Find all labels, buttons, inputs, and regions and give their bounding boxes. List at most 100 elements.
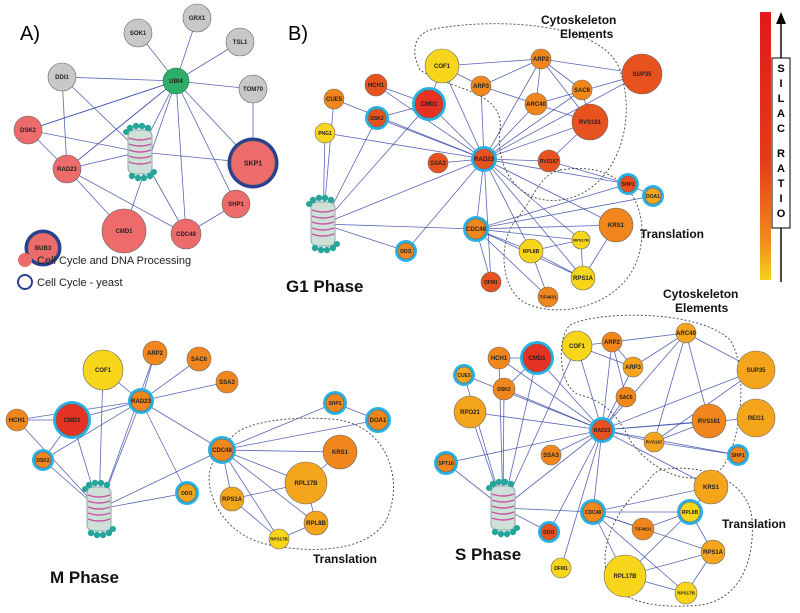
- m-node-label: RPL8B: [306, 521, 326, 527]
- panel-a-edge: [27, 129, 141, 153]
- s-node-arp3: ARP3: [622, 356, 644, 378]
- silac-letter: O: [777, 208, 786, 220]
- s-node-label: DSK2: [497, 387, 511, 393]
- s-node-reg1: REG1: [736, 398, 776, 438]
- panel-a-node-rad23: RAD23: [52, 154, 82, 184]
- s-node-ssa3: SSA3: [540, 444, 562, 466]
- g1-node-dfm1: DFM1: [480, 271, 502, 293]
- g1-node-label: KRS1: [608, 223, 625, 229]
- s-node-cue5: CUE5: [453, 364, 475, 386]
- panel-a-edge: [61, 76, 141, 153]
- g1-edge: [475, 195, 654, 230]
- panel-a-node-label: TSL1: [233, 40, 248, 46]
- s-node-rpl8b: RPL8B: [677, 499, 703, 525]
- g1-node-cue5: CUE5: [323, 88, 345, 110]
- g1-node-label: CDC48: [466, 227, 486, 233]
- panel-a-node-label: SHP1: [228, 202, 244, 208]
- s-node-label: SHP1: [731, 453, 744, 459]
- m-node-label: DDI1: [181, 491, 193, 497]
- m-node-rps1a: RPS1A: [219, 486, 245, 512]
- s-cytoskeleton-label-1: Cytoskeleton: [663, 287, 738, 301]
- panel-a-node-ddi1: DDI1: [47, 62, 77, 92]
- s-edge: [445, 429, 603, 464]
- s-node-tif4631: TIF4631: [631, 517, 655, 541]
- g1-node-label: ARP2: [533, 57, 550, 63]
- s-node-label: RPS1A: [703, 550, 724, 556]
- m-proteasome-icon: [81, 479, 117, 539]
- g1-node-label: TIF4631: [540, 295, 557, 300]
- g1-node-label: HCH1: [368, 83, 385, 89]
- m-node-arp2: ARP2: [142, 340, 168, 366]
- g1-node-rps17b: RPS17B: [571, 230, 591, 250]
- g1-edge: [322, 223, 407, 252]
- m-edge: [140, 400, 188, 494]
- s-edge: [592, 511, 687, 594]
- panel-a-node-label: GRX1: [189, 16, 206, 22]
- s-translation-label: Translation: [722, 517, 786, 531]
- m-node-label: DOA1: [370, 418, 387, 424]
- m-node-label: RPS1A: [222, 497, 243, 503]
- s-node-krs1: KRS1: [693, 469, 729, 505]
- panel-a-node-tsl1: TSL1: [225, 27, 255, 57]
- g1-phase-title: G1 Phase: [286, 277, 364, 296]
- silac-letter: I: [779, 78, 782, 90]
- s-node-cdc48: CDC48: [580, 499, 606, 525]
- s-node-label: RPL17B: [613, 574, 637, 580]
- s-edge: [463, 374, 603, 431]
- g1-node-label: CMD1: [420, 102, 438, 108]
- s-node-label: DFM1: [554, 566, 568, 572]
- panel-a-node-bub3: BUB3: [24, 229, 62, 267]
- legend-blue-label: Cell Cycle - yeast: [37, 277, 123, 289]
- g1-node-rvs167: RVS167: [537, 149, 561, 173]
- m-edge: [98, 449, 223, 510]
- panel-a-node-shp1: SHP1: [221, 189, 251, 219]
- g1-node-label: DSK2: [370, 116, 384, 122]
- g1-edge: [405, 158, 485, 252]
- m-node-label: RAD23: [131, 399, 151, 405]
- s-node-label: ARP3: [625, 365, 642, 371]
- legend-blue-ring-icon: [17, 274, 33, 290]
- silac-letter: R: [777, 148, 785, 160]
- panel-a-edge: [175, 80, 187, 235]
- m-translation-label: Translation: [313, 552, 377, 566]
- m-node-dsk2: DSK2: [32, 449, 54, 471]
- g1-node-label: CUE5: [326, 97, 343, 103]
- s-edge: [592, 429, 603, 513]
- g1-node-dsk2: DSK2: [365, 106, 389, 130]
- g1-node-label: RPS17B: [573, 237, 589, 242]
- g1-edge: [475, 183, 629, 230]
- s-node-label: RAD23: [594, 428, 611, 434]
- g1-node-rvs161: RVS161: [571, 103, 609, 141]
- g1-cytoskeleton-label-1: Cytoskeleton: [541, 13, 616, 27]
- s-edge: [601, 429, 739, 456]
- g1-node-hch1: HCH1: [364, 73, 388, 97]
- panel-a-node-label: BUB3: [35, 246, 52, 252]
- m-edge: [221, 449, 341, 453]
- panel-a-proteasome-icon: [122, 122, 158, 182]
- s-node-label: HCH1: [491, 356, 508, 362]
- m-edge: [42, 400, 142, 461]
- panel-a-node-tom70: TOM70: [238, 74, 268, 104]
- s-node-hch1: HCH1: [487, 346, 511, 370]
- g1-node-label: DFM1: [484, 280, 498, 286]
- s-edge: [592, 486, 712, 513]
- g1-node-rpl8b: RPL8B: [518, 238, 544, 264]
- s-node-shp1: SHP1: [727, 444, 749, 466]
- m-edge: [98, 492, 188, 510]
- g1-node-cdc48: CDC48: [463, 216, 489, 242]
- panel-a-node-dsk2: DSK2: [13, 115, 43, 145]
- s-node-ddi1: DDI1: [538, 521, 560, 543]
- g1-node-label: ARP3: [473, 84, 490, 90]
- panel-a-node-label: DDI1: [55, 75, 69, 81]
- g1-node-krs1: KRS1: [598, 207, 634, 243]
- panel-a-edge: [66, 80, 177, 170]
- s-node-label: SUP35: [746, 368, 766, 374]
- m-node-label: SSA3: [219, 380, 235, 386]
- m-node-label: CDC48: [212, 448, 232, 454]
- g1-node-tif4631: TIF4631: [537, 286, 559, 308]
- s-node-label: TIF4631: [635, 527, 652, 532]
- legend-red-label: Cell Cycle and DNA Processing: [37, 255, 191, 267]
- g1-translation-outline: [503, 168, 643, 311]
- silac-letter: C: [777, 123, 785, 135]
- m-node-label: RPL17B: [294, 481, 318, 487]
